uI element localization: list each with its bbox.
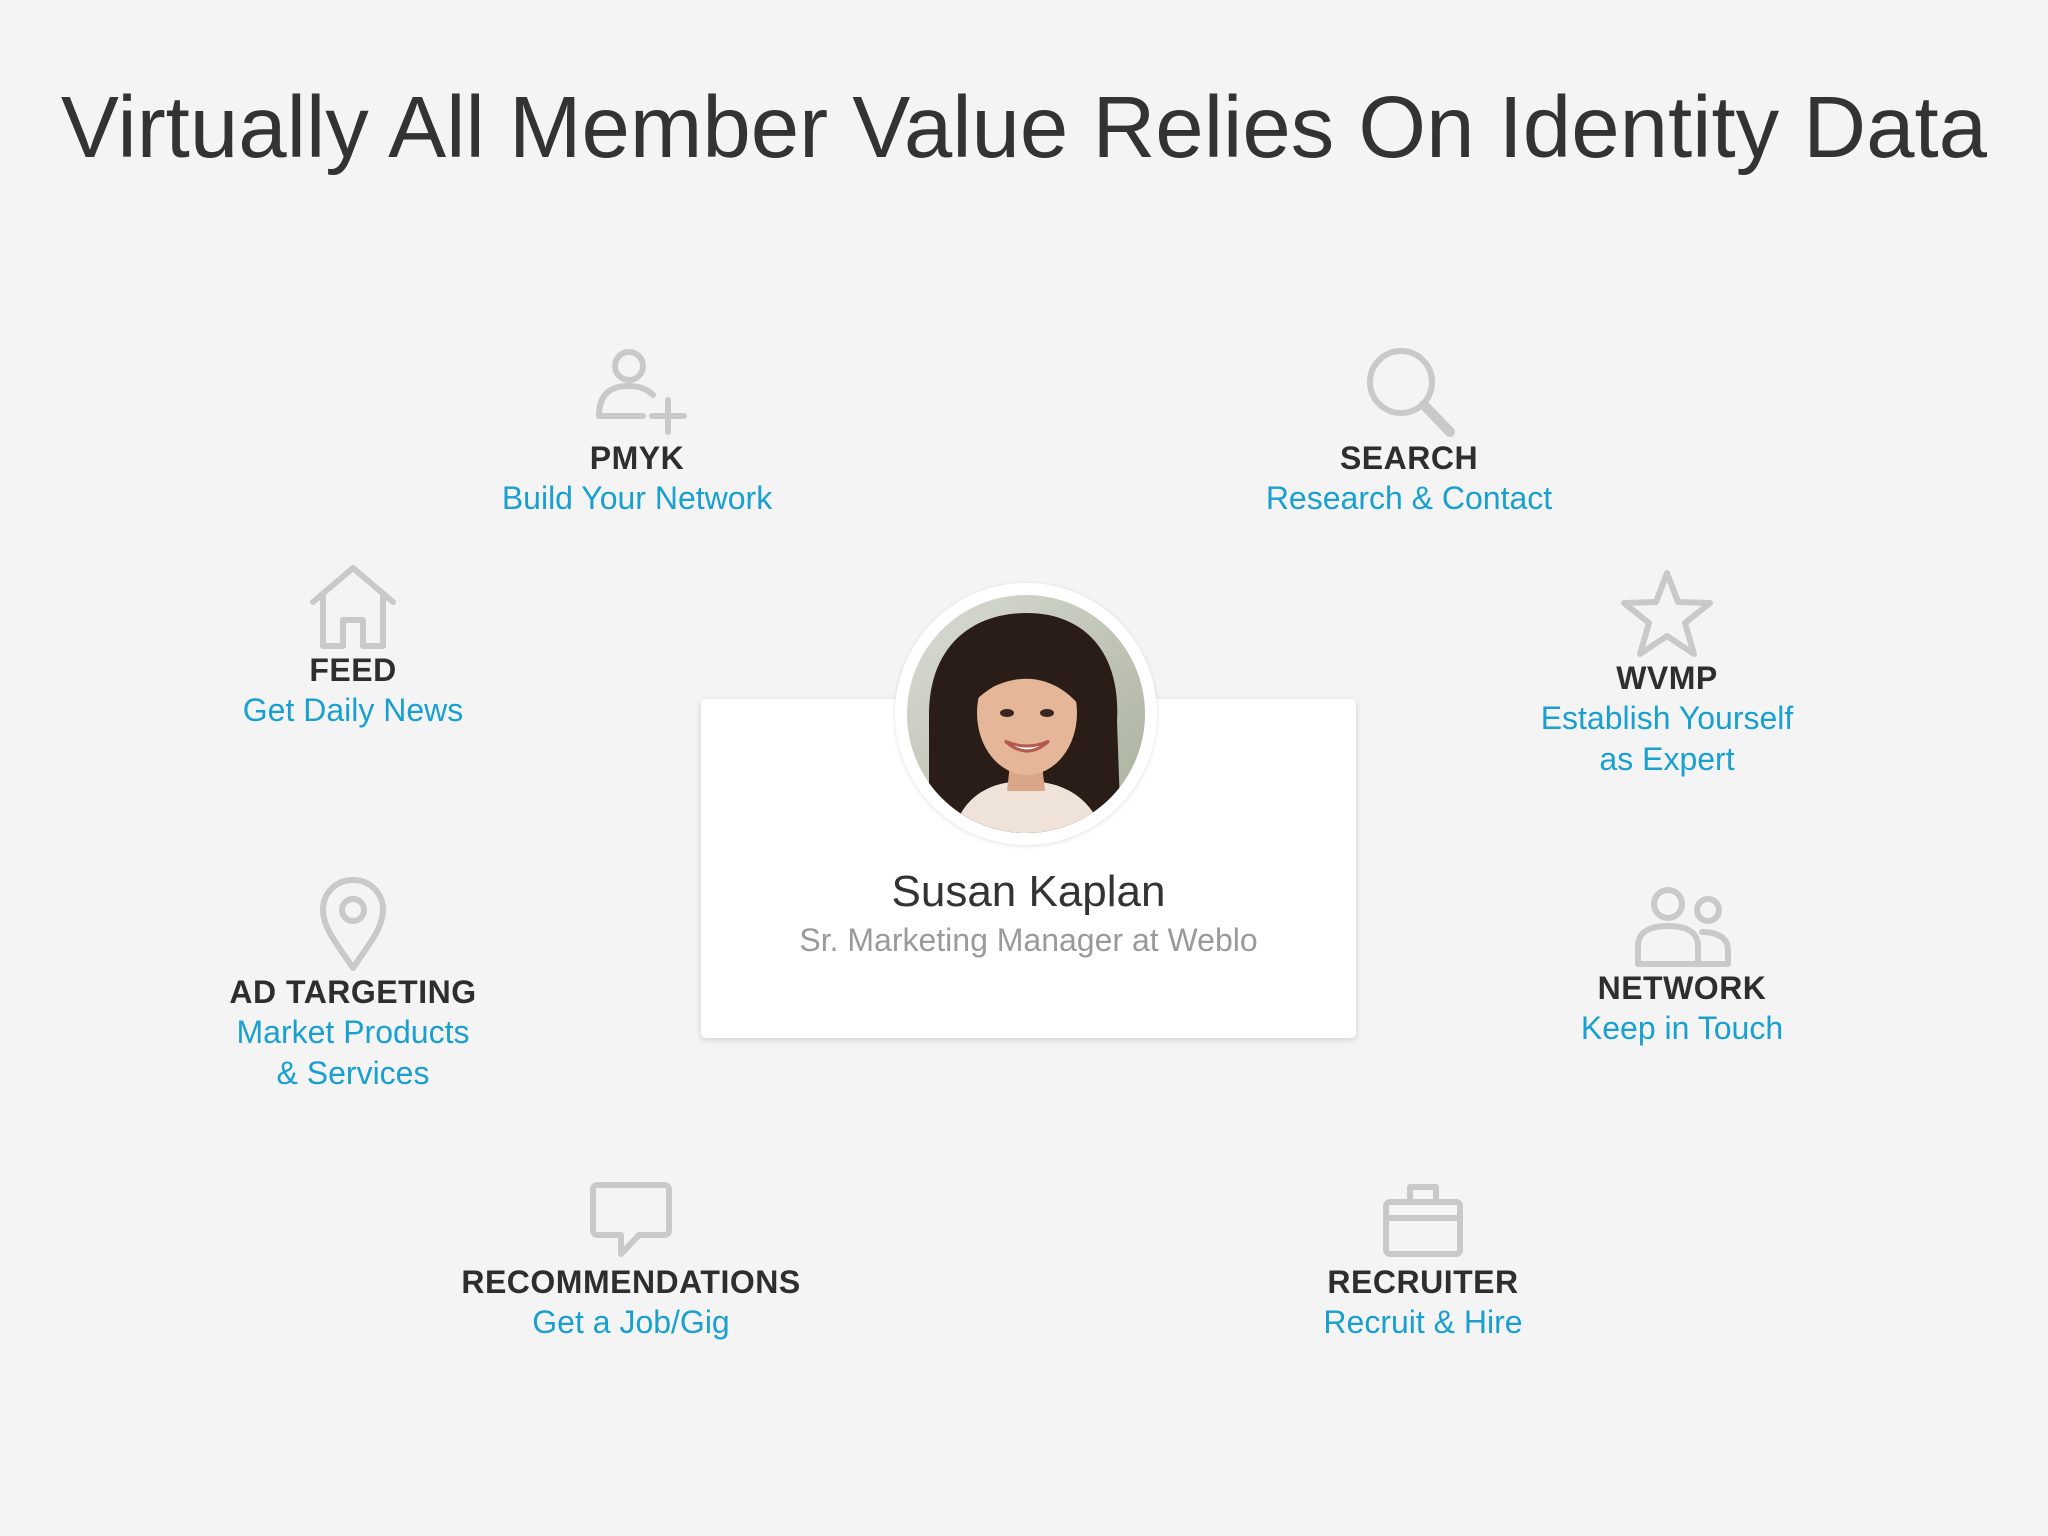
feature-label: NETWORK <box>1597 970 1767 1006</box>
feature-label: AD TARGETING <box>229 974 477 1010</box>
people-icon <box>1462 884 1902 968</box>
feature-feed: FEED Get Daily News <box>133 564 573 731</box>
feature-description: Market Products & Services <box>236 1014 470 1091</box>
feature-label: FEED <box>309 652 397 688</box>
feature-recruiter: RECRUITER Recruit & Hire <box>1203 1182 1643 1343</box>
feature-wvmp: WVMP Establish Yourself as Expert <box>1447 570 1887 780</box>
feature-label: RECOMMENDATIONS <box>461 1264 801 1300</box>
feature-recommendations: RECOMMENDATIONS Get a Job/Gig <box>411 1180 851 1343</box>
house-icon <box>133 564 573 650</box>
avatar <box>907 595 1145 833</box>
feature-search: SEARCH Research & Contact <box>1189 344 1629 519</box>
feature-ad-targeting: AD TARGETING Market Products & Services <box>133 876 573 1094</box>
add-person-icon <box>417 342 857 438</box>
avatar-frame <box>895 583 1157 845</box>
feature-description: Establish Yourself as Expert <box>1540 700 1794 777</box>
star-icon <box>1447 570 1887 658</box>
map-pin-icon <box>133 876 573 972</box>
feature-description: Recruit & Hire <box>1323 1304 1523 1340</box>
profile-name: Susan Kaplan <box>891 867 1166 916</box>
feature-pmyk: PMYK Build Your Network <box>417 342 857 519</box>
feature-description: Build Your Network <box>501 480 773 516</box>
feature-description: Keep in Touch <box>1580 1010 1784 1046</box>
feature-label: RECRUITER <box>1327 1264 1519 1300</box>
magnifier-icon <box>1189 344 1629 438</box>
feature-label: PMYK <box>589 440 685 476</box>
speech-bubble-icon <box>411 1180 851 1262</box>
feature-label: WVMP <box>1616 660 1718 696</box>
feature-description: Research & Contact <box>1265 480 1553 516</box>
briefcase-icon <box>1203 1182 1643 1262</box>
feature-label: SEARCH <box>1339 440 1479 476</box>
feature-description: Get Daily News <box>242 692 464 728</box>
slide-title: Virtually All Member Value Relies On Ide… <box>60 79 1988 176</box>
feature-network: NETWORK Keep in Touch <box>1462 884 1902 1049</box>
feature-description: Get a Job/Gig <box>532 1304 730 1340</box>
profile-headline: Sr. Marketing Manager at Weblo <box>799 922 1258 958</box>
